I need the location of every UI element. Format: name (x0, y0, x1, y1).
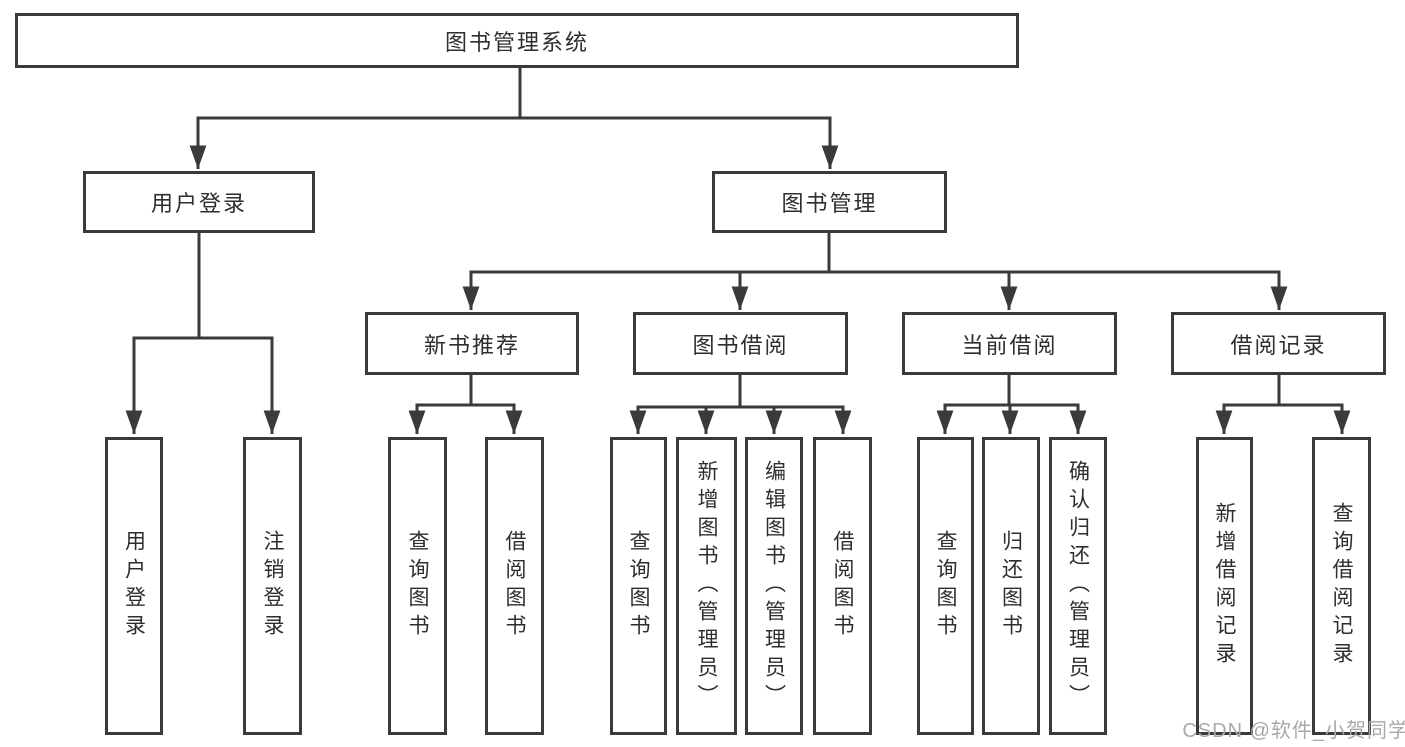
node-label: 新增图书（管理员） (695, 460, 718, 712)
leaf-logout: 注销登录 (243, 437, 302, 735)
node-label: 借阅记录 (1230, 332, 1327, 358)
leaf-confirm-return-admin: 确认归还（管理员） (1049, 437, 1107, 735)
leaf-query-books-borrowing: 查询图书 (610, 437, 667, 735)
node-book-management: 图书管理 (712, 171, 947, 233)
node-label: 用户登录 (122, 530, 146, 642)
node-label: 确认归还（管理员） (1066, 460, 1090, 712)
node-book-borrowing: 图书借阅 (633, 312, 848, 375)
connectors-book-management-children (462, 231, 1288, 310)
leaf-add-borrowing-record: 新增借阅记录 (1196, 437, 1253, 735)
connectors-current-borrowing-children (936, 374, 1087, 434)
node-user-login: 用户登录 (83, 171, 315, 233)
node-label: 图书管理系统 (444, 29, 589, 55)
node-label: 图书借阅 (692, 332, 789, 358)
node-label: 借阅图书 (503, 530, 526, 642)
connectors-user-login-children (125, 232, 281, 434)
node-label: 查询借阅记录 (1330, 502, 1353, 670)
node-label: 注销登录 (261, 530, 284, 642)
node-label: 编辑图书（管理员） (762, 460, 786, 712)
node-current-borrowing: 当前借阅 (902, 312, 1117, 375)
csdn-watermark: CSDN @软件_小贺同学 (1182, 720, 1405, 742)
leaf-return-books: 归还图书 (982, 437, 1040, 735)
node-label: 查询图书 (627, 530, 650, 642)
node-library-management-system: 图书管理系统 (15, 13, 1019, 68)
node-label: 用户登录 (150, 191, 247, 216)
leaf-add-books-admin: 新增图书（管理员） (676, 437, 737, 735)
node-label: 新增借阅记录 (1213, 502, 1236, 670)
node-label: 新书推荐 (423, 332, 520, 358)
node-label: 归还图书 (999, 530, 1023, 642)
leaf-borrow-books-borrowing: 借阅图书 (813, 437, 872, 735)
node-label: 图书管理 (781, 191, 878, 216)
leaf-query-books-recommendation: 查询图书 (388, 437, 447, 735)
connectors-new-book-recommendation-children (408, 374, 523, 434)
leaf-edit-books-admin: 编辑图书（管理员） (745, 437, 803, 735)
node-label: 当前借阅 (961, 332, 1058, 358)
leaf-user-login: 用户登录 (105, 437, 163, 735)
leaf-borrow-books-recommendation: 借阅图书 (485, 437, 544, 735)
node-new-book-recommendation: 新书推荐 (365, 312, 579, 375)
connectors-borrowing-records-children (1215, 374, 1351, 434)
connectors-root-to-level2 (189, 67, 839, 169)
leaf-query-borrowing-record: 查询借阅记录 (1312, 437, 1371, 735)
node-label: 借阅图书 (831, 530, 854, 642)
connectors-book-borrowing-children (629, 374, 852, 434)
node-label: 查询图书 (406, 530, 429, 642)
node-label: 查询图书 (934, 530, 957, 642)
node-borrowing-records: 借阅记录 (1171, 312, 1386, 375)
leaf-query-books-current: 查询图书 (917, 437, 974, 735)
